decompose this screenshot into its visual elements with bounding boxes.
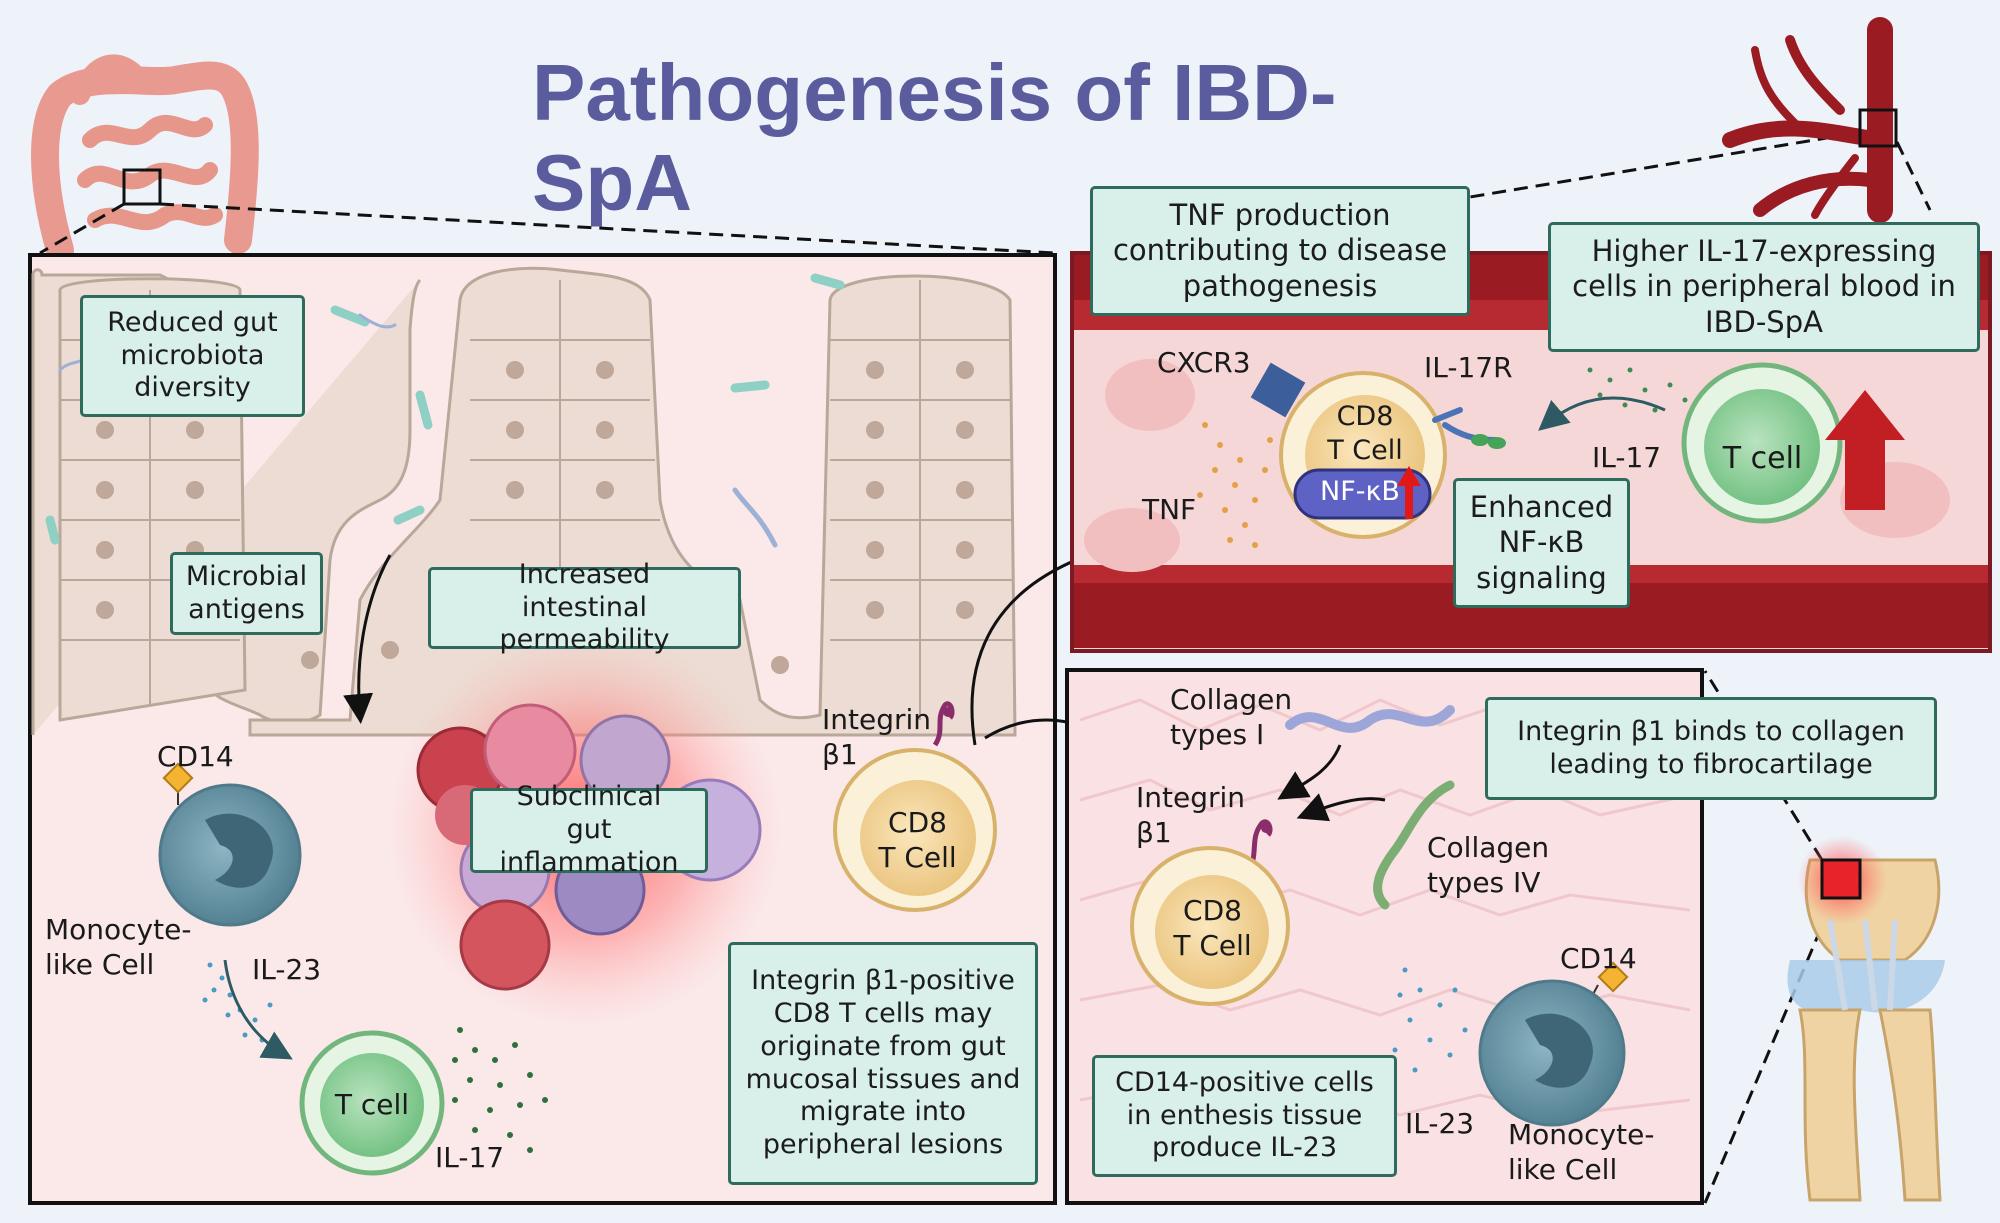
nfkb-signaling-box: Enhanced NF-κB signaling	[1453, 478, 1630, 608]
gut-inflammation-box: Subclinical gut inflammation	[470, 781, 708, 878]
cd8-t-cell-blood	[1250, 362, 1506, 539]
monocyte-label-gut: Monocyte- like Cell	[45, 913, 192, 981]
cd8-t-cell-joint	[1130, 819, 1290, 1006]
cxcr3-receptor-icon	[1250, 362, 1306, 418]
il17-arrow-blood	[1538, 396, 1666, 431]
nfkb-up-arrow	[1397, 466, 1421, 519]
knee-joint-icon	[1787, 835, 1945, 1202]
nfkb-complex	[1293, 468, 1432, 520]
il17-cells-box: Higher IL-17-expressing cells in periphe…	[1548, 222, 1980, 352]
il17-label-gut: IL-17	[435, 1141, 505, 1174]
t-cell-migration-box: Integrin β1-positive CD8 T cells may ori…	[728, 942, 1038, 1185]
tnf-label: TNF	[1142, 493, 1197, 526]
collagen-type-4-label: Collagen types IV	[1427, 831, 1550, 899]
il23-label-joint: IL-23	[1405, 1107, 1475, 1140]
antigen-arrow	[343, 554, 392, 724]
collagen-type-1-icon	[1285, 705, 1455, 733]
cd14-label-joint: CD14	[1560, 942, 1637, 975]
integrin-collagen-box: Integrin β1 binds to collagen leading to…	[1485, 697, 1937, 800]
il17-dots-gut	[452, 1027, 548, 1153]
il23-arrow-gut	[223, 959, 293, 1060]
il23-label-gut: IL-23	[252, 953, 322, 986]
t-cell-label-blood: T cell	[1722, 441, 1803, 476]
il17-label-blood: IL-17	[1592, 441, 1662, 474]
integrin-label-gut: Integrin β1	[822, 703, 932, 771]
il17r-label: IL-17R	[1424, 351, 1513, 384]
monocyte-cell	[158, 762, 302, 927]
t-cell-gut	[299, 1030, 445, 1176]
monocyte-label-joint: Monocyte- like Cell	[1508, 1118, 1655, 1186]
cxcr3-label: CXCR3	[1157, 346, 1251, 379]
intestine-icon	[31, 54, 259, 264]
bacteria-icons	[45, 273, 845, 548]
t-cell-label-gut: T cell	[334, 1088, 410, 1121]
collagen-type-1-label: Collagen types I	[1170, 683, 1293, 751]
vessel-zoom-box	[1858, 108, 1898, 148]
cd8-label-blood: CD8 T Cell	[1327, 401, 1403, 466]
microbiota-diversity-box: Reduced gut microbiota diversity	[80, 295, 305, 417]
page-title: Pathogenesis of IBD-SpA	[532, 48, 1337, 227]
cd8-label-joint: CD8 T Cell	[1173, 894, 1252, 962]
cd14-label-gut: CD14	[157, 740, 234, 773]
collagen-4-arrow	[1296, 793, 1386, 822]
cd8-t-cell-gut	[833, 701, 997, 912]
nfkb-label: NF-κB	[1320, 476, 1400, 507]
microbial-antigens-box: Microbial antigens	[170, 552, 323, 635]
cd8-label-gut: CD8 T Cell	[878, 806, 957, 874]
collagen-1-arrow	[1277, 744, 1342, 800]
il17-dots-blood	[1587, 367, 1688, 413]
collagen-type-4-icon	[1373, 780, 1455, 910]
intestinal-permeability-box: Increased intestinal permeability	[428, 559, 741, 655]
integrin-label-joint: Integrin β1	[1136, 781, 1246, 849]
tnf-dots	[1197, 422, 1273, 548]
cd14-il23-box: CD14-positive cells in enthesis tissue p…	[1092, 1055, 1397, 1177]
tnf-production-box: TNF production contributing to disease p…	[1090, 186, 1470, 316]
blood-vessel-icon	[1722, 17, 1893, 223]
monocyte-cell-joint	[1478, 961, 1629, 1127]
il23-dots-joint	[1392, 967, 1468, 1073]
t-cell-blood	[1681, 362, 1843, 524]
increase-arrow-icon	[1825, 390, 1905, 510]
